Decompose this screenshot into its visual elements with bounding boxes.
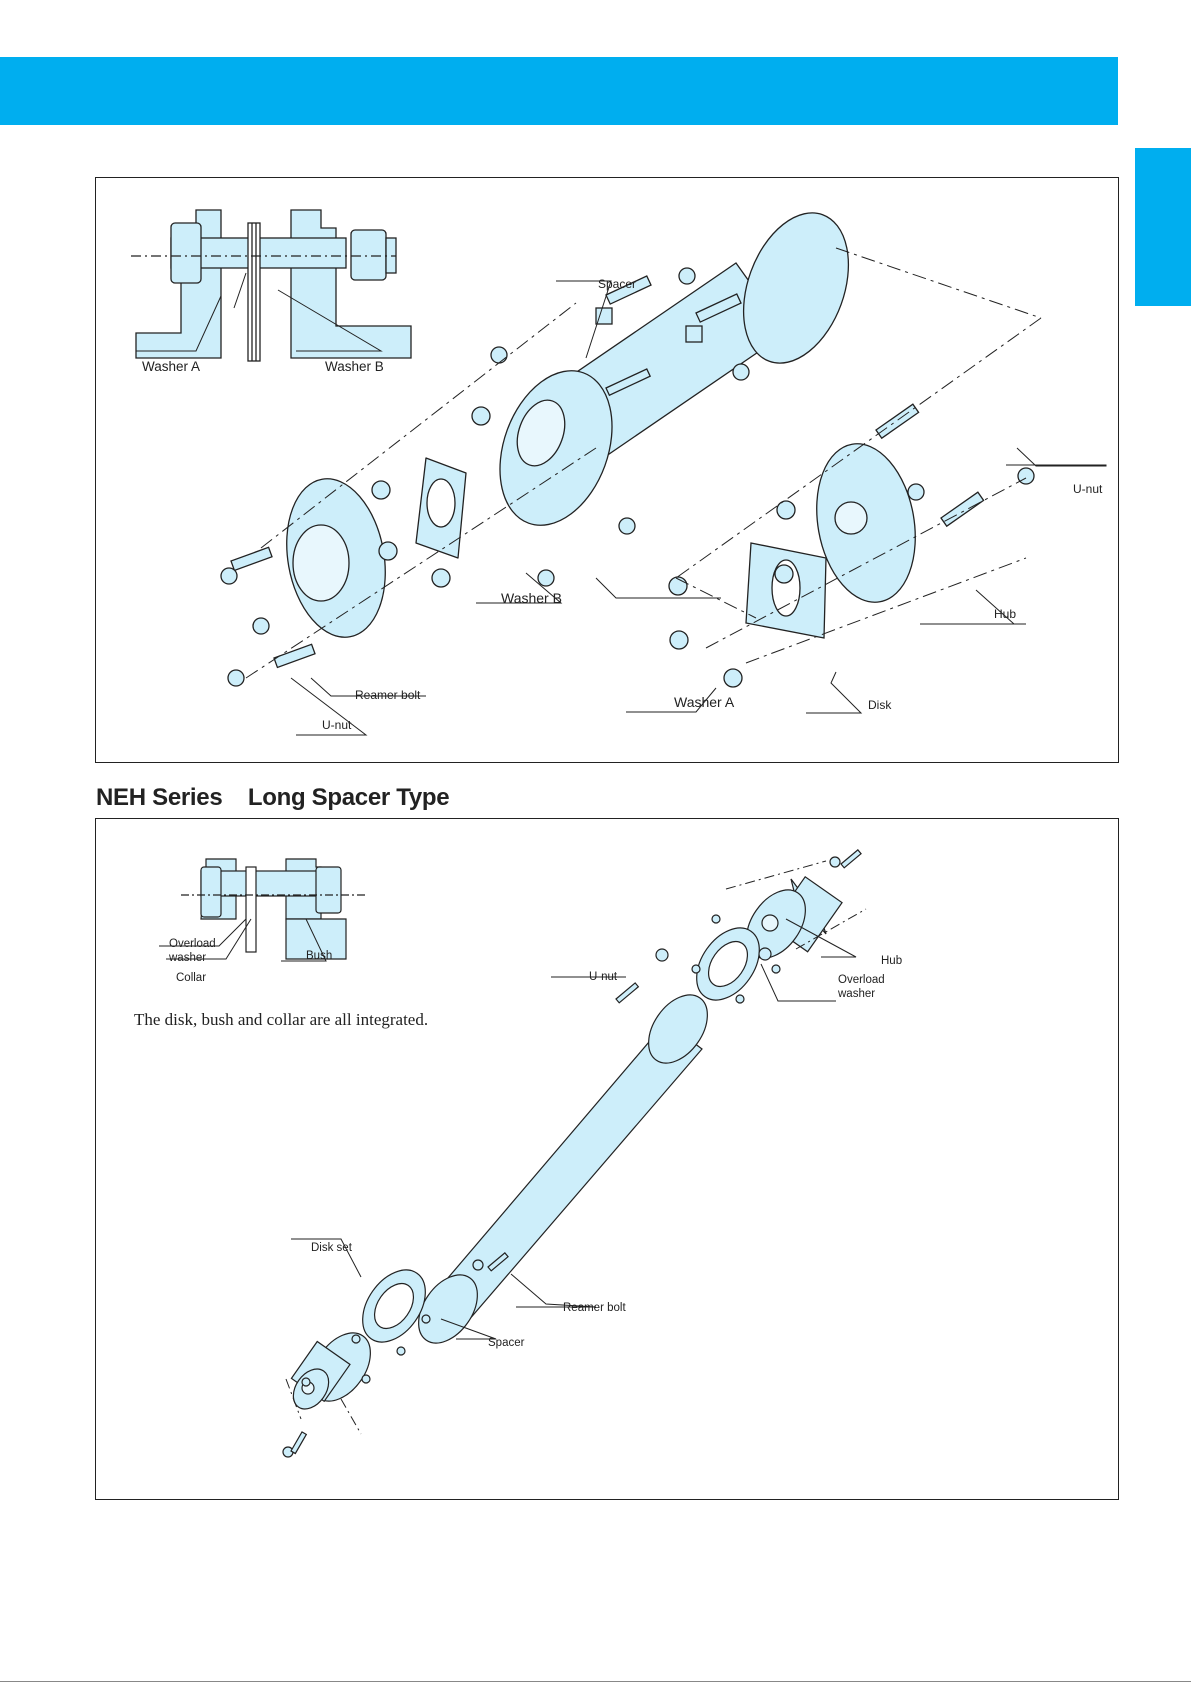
label-washer-a: Washer A — [674, 694, 735, 710]
label-disk-set: Disk set — [311, 1242, 353, 1254]
label-hub: Hub — [994, 607, 1016, 621]
side-tab — [1135, 148, 1191, 306]
spacer-part — [407, 984, 720, 1354]
spacer-part — [480, 198, 868, 541]
label-disk: Disk — [868, 698, 892, 712]
label-overload-washer-inset-line1: Overload — [169, 938, 216, 950]
label-washer-b: Washer B — [501, 590, 562, 606]
label-collar: Collar — [176, 972, 206, 984]
label-spacer: Spacer — [598, 277, 636, 291]
label-overload-washer-inset-line2: washer — [168, 952, 206, 964]
label-bush: Bush — [306, 950, 332, 962]
inset-cross-section — [131, 210, 411, 361]
exploded-view-panel-top: Washer A Washer B Spacer U-nut Washer B … — [95, 177, 1119, 763]
label-washer-b-inset: Washer B — [325, 359, 384, 374]
label-u-nut-left: U-nut — [322, 718, 352, 732]
footer-rule — [0, 1681, 1191, 1682]
label-overload-washer-line2: washer — [837, 988, 875, 1000]
header-band — [0, 57, 1118, 125]
integration-note: The disk, bush and collar are all integr… — [134, 1010, 428, 1030]
label-u-nut-right: U-nut — [1073, 482, 1103, 496]
label-washer-a-inset: Washer A — [142, 359, 200, 374]
disk-left — [416, 458, 466, 558]
label-u-nut: U-nut — [589, 971, 618, 983]
disk-right — [746, 543, 826, 638]
label-hub: Hub — [881, 955, 902, 967]
exploded-view-drawing-top: Washer A Washer B Spacer U-nut Washer B … — [96, 178, 1118, 762]
exploded-view-panel-bottom: Overload washer Bush Collar U-nut Hub Ov… — [95, 818, 1119, 1500]
label-reamer-bolt: Reamer bolt — [563, 1302, 626, 1314]
label-reamer-bolt: Reamer bolt — [355, 688, 421, 702]
label-spacer: Spacer — [488, 1337, 525, 1349]
label-overload-washer-line1: Overload — [838, 974, 885, 986]
exploded-view-drawing-bottom: Overload washer Bush Collar U-nut Hub Ov… — [96, 819, 1118, 1499]
section-title: NEH Series Long Spacer Type — [96, 784, 449, 812]
